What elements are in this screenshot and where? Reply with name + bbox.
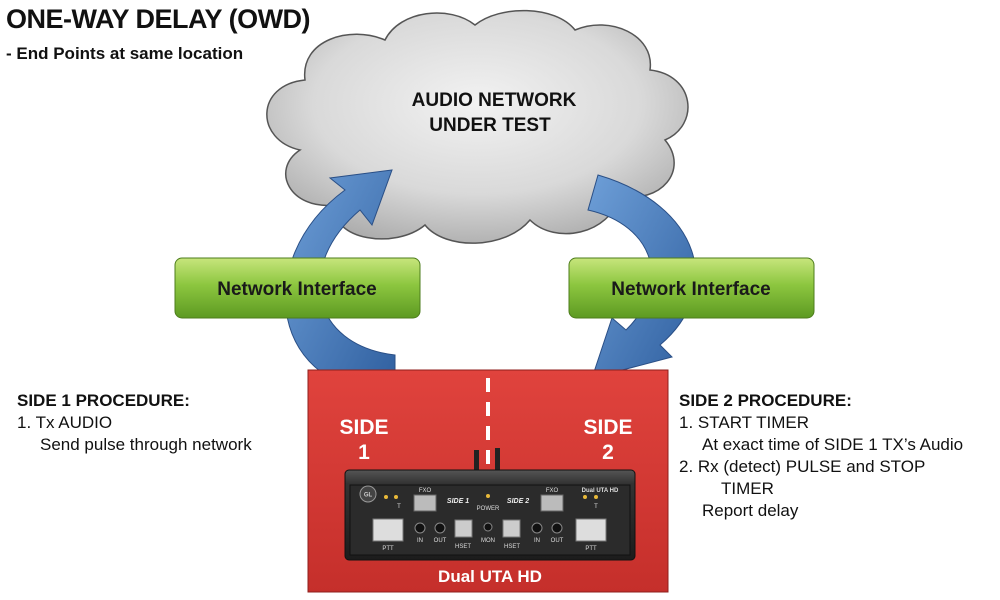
led-indicator (394, 495, 398, 499)
side1-step1-detail: Send pulse through network (40, 435, 252, 454)
hset-port-right (502, 519, 521, 538)
hset-left-label: HSET (455, 544, 471, 550)
fxo-right-label: FXO (546, 488, 559, 494)
side1-procedure-heading: SIDE 1 PROCEDURE: (17, 391, 190, 410)
fxo-port-left (413, 494, 437, 512)
hset-port-left (454, 519, 473, 538)
mon-label: MON (481, 538, 495, 544)
fxo-left-label: FXO (419, 488, 432, 494)
ptt-left-label: PTT (382, 546, 394, 552)
gl-logo-text: GL (364, 493, 373, 499)
out-left-label: OUT (434, 538, 447, 544)
panel-side1-label: SIDE 1 (447, 498, 469, 505)
side1-step1: 1. Tx AUDIO (17, 413, 113, 432)
out-right-label: OUT (551, 538, 564, 544)
page-title: ONE-WAY DELAY (OWD) (6, 4, 311, 34)
cloud-title-line2: UNDER TEST (429, 115, 551, 136)
network-interface-right: Network Interface (568, 257, 815, 319)
in-left-label: IN (417, 538, 423, 544)
in-jack-left (414, 522, 426, 534)
side2-procedure: SIDE 2 PROCEDURE: 1. START TIMER At exac… (679, 390, 963, 522)
led-indicator (594, 495, 598, 499)
side2-step2-continued: TIMER (721, 479, 774, 498)
side2-step2-detail: Report delay (702, 501, 799, 520)
in-jack-right (531, 522, 543, 534)
ptt-port-right (575, 518, 607, 542)
in-right-label: IN (534, 538, 540, 544)
out-jack-left (434, 522, 446, 534)
side1-label-line2: 1 (358, 441, 370, 464)
side2-label-line2: 2 (602, 441, 614, 464)
side2-procedure-heading: SIDE 2 PROCEDURE: (679, 391, 852, 410)
network-interface-left-label: Network Interface (217, 279, 376, 300)
right-flow-arrow (587, 174, 697, 379)
antenna-icon (474, 450, 479, 478)
mon-jack (483, 522, 493, 532)
led-indicator (583, 495, 587, 499)
ptt-port-left (372, 518, 404, 542)
panel-power-label: POWER (477, 506, 500, 512)
left-flow-arrow (285, 169, 396, 394)
antenna-icon (495, 448, 500, 478)
side2-step2: 2. Rx (detect) PULSE and STOP (679, 457, 926, 476)
network-interface-right-label: Network Interface (611, 279, 770, 300)
t-label-right: T (594, 504, 598, 510)
side2-step1: 1. START TIMER (679, 413, 810, 432)
fxo-port-right (540, 494, 564, 512)
network-interface-left: Network Interface (174, 257, 421, 319)
panel-model-label: Dual UTA HD (582, 488, 619, 494)
hset-right-label: HSET (504, 544, 520, 550)
side1-procedure: SIDE 1 PROCEDURE: 1. Tx AUDIO Send pulse… (17, 390, 252, 456)
t-label-left: T (397, 504, 401, 510)
side1-label-line1: SIDE (339, 416, 388, 439)
led-indicator (384, 495, 388, 499)
device-name-label: Dual UTA HD (438, 567, 542, 586)
dual-uta-hd-device: GL T T FXO FXO SIDE 1 SIDE 2 POWER Dual … (344, 448, 636, 561)
cloud-title-line1: AUDIO NETWORK (412, 90, 577, 111)
panel-side2-label: SIDE 2 (507, 498, 529, 505)
ptt-right-label: PTT (585, 546, 597, 552)
out-jack-right (551, 522, 563, 534)
side2-step1-detail: At exact time of SIDE 1 TX’s Audio (702, 435, 964, 454)
gl-logo-icon (359, 485, 377, 503)
side2-label-line1: SIDE (583, 416, 632, 439)
page-subtitle: - End Points at same location (6, 44, 244, 63)
power-led (486, 494, 490, 498)
